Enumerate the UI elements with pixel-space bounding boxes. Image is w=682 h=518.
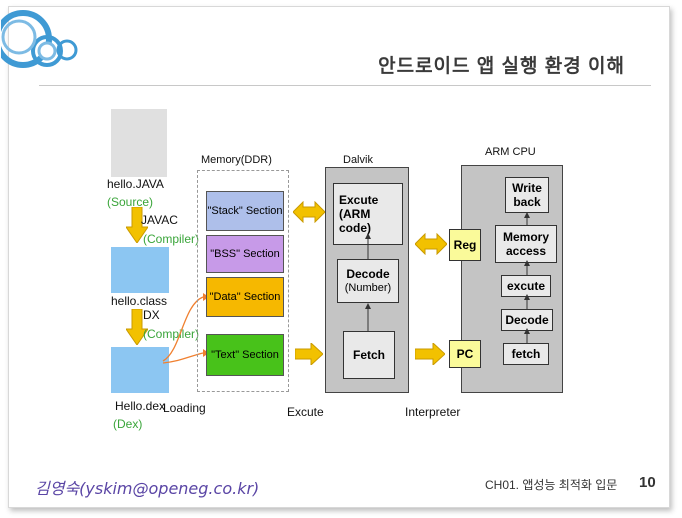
reg-box: Reg	[449, 229, 481, 261]
page-title: 안드로이드 앱 실행 환경 이해	[378, 56, 625, 77]
right-arrow-icon	[415, 343, 445, 365]
compiler-label-2: (Compiler)	[143, 327, 200, 341]
pc-box: PC	[449, 340, 481, 368]
source-file-icon	[111, 109, 167, 177]
cpu-decode-box: Decode	[501, 309, 553, 331]
loading-label: Loading	[163, 401, 206, 415]
dex-tag: (Dex)	[113, 417, 143, 431]
source-file-label: hello.JAVA	[107, 177, 164, 191]
dalvik-excute-box: Excute (ARM code)	[333, 183, 403, 245]
dalvik-fetch-box: Fetch	[343, 331, 395, 379]
memory-title: Memory(DDR)	[201, 154, 272, 166]
source-tag: (Source)	[107, 195, 154, 209]
text-section: "Text" Section	[206, 334, 284, 376]
logo-circles-icon	[1, 10, 78, 68]
double-arrow-icon	[293, 201, 325, 223]
class-file-label: hello.class	[111, 294, 168, 308]
dx-label: DX	[143, 308, 160, 322]
author-credit: 김영숙(yskim@openeg.co.kr)	[35, 479, 260, 498]
down-arrow-icon	[126, 309, 148, 345]
dalvik-flow-arrows-icon	[365, 233, 371, 331]
down-arrow-icon	[126, 207, 148, 243]
dalvik-title: Dalvik	[343, 154, 373, 166]
stack-section: "Stack" Section	[206, 191, 284, 231]
dex-file-label: Hello.dex	[115, 399, 166, 413]
right-arrow-icon	[295, 343, 323, 365]
excute-label: Excute	[287, 405, 324, 419]
memory-container	[197, 170, 289, 392]
cpu-title: ARM CPU	[485, 146, 536, 158]
javac-label: JAVAC	[141, 213, 178, 227]
cpu-writeback-box: Write back	[505, 177, 549, 213]
cpu-fetch-box: fetch	[503, 343, 549, 365]
cpu-flow-arrows-icon	[524, 212, 530, 343]
dalvik-decode-sub: (Number)	[344, 282, 392, 294]
dalvik-decode-label: Decode	[346, 267, 390, 281]
dalvik-decode-box: Decode (Number)	[337, 259, 399, 303]
bss-section: "BSS" Section	[206, 235, 284, 273]
data-section: "Data" Section	[206, 277, 284, 317]
slide: 안드로이드 앱 실행 환경 이해 hello.JAVA (Source) JAV…	[1, 6, 670, 508]
double-arrow-icon	[415, 233, 447, 255]
page-number: 10	[639, 474, 656, 491]
chapter-label: CH01. 앱성능 최적화 입문	[485, 478, 618, 492]
title-divider	[39, 85, 651, 86]
interpreter-label: Interpreter	[405, 405, 461, 419]
class-file-icon	[111, 247, 169, 293]
compiler-label-1: (Compiler)	[143, 232, 200, 246]
dex-file-icon	[111, 347, 169, 393]
